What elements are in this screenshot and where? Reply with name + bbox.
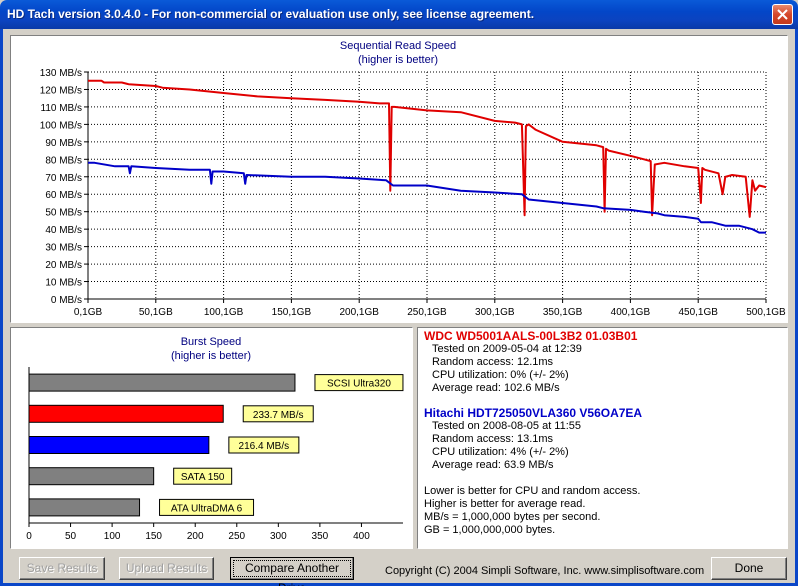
burst-bar [28, 404, 224, 423]
x-tick-label: 450,1GB [678, 307, 718, 318]
close-button[interactable] [772, 4, 793, 25]
drive-1-random-access: Random access: 12.1ms [432, 356, 554, 368]
drive-1-name: WDC WD5001AALS-00L3B2 01.03B01 [424, 329, 638, 343]
burst-tick-label: 250 [228, 531, 245, 542]
x-tick-label: 400,1GB [611, 307, 651, 318]
sequential-chart-title: Sequential Read Speed [340, 40, 456, 52]
burst-tick-label: 400 [353, 531, 370, 542]
note-line: Lower is better for CPU and random acces… [424, 485, 641, 497]
drive-1-cpu: CPU utilization: 0% (+/- 2%) [432, 369, 569, 381]
note-line: GB = 1,000,000,000 bytes. [424, 524, 556, 536]
burst-speed-panel: Burst Speed (higher is better) SCSI Ultr… [10, 327, 413, 549]
y-tick-label: 70 MB/s [45, 173, 82, 184]
drive-1-tested: Tested on 2009-05-04 at 12:39 [432, 343, 582, 355]
burst-label: 233.7 MB/s [253, 410, 304, 421]
burst-tick-label: 350 [312, 531, 329, 542]
compare-another-drive-button[interactable]: Compare Another Drive [230, 557, 354, 586]
burst-tick-label: 0 [26, 531, 32, 542]
save-results-button[interactable]: Save Results [19, 557, 105, 580]
y-tick-label: 80 MB/s [45, 155, 82, 166]
drive-2-name: Hitachi HDT725050VLA360 V56OA7EA [424, 406, 643, 420]
note-line: MB/s = 1,000,000 bytes per second. [424, 511, 601, 523]
burst-bar [28, 467, 155, 486]
y-tick-label: 50 MB/s [45, 208, 82, 219]
burst-label: SCSI Ultra320 [327, 379, 391, 390]
x-tick-label: 300,1GB [475, 307, 515, 318]
burst-label: SATA 150 [181, 472, 225, 483]
series-line-1 [88, 79, 767, 218]
burst-chart-title: Burst Speed [181, 336, 242, 348]
upload-results-button[interactable]: Upload Results [119, 557, 214, 580]
burst-bar [28, 373, 296, 392]
y-tick-label: 0 MB/s [51, 295, 82, 306]
burst-chart-subtitle: (higher is better) [171, 350, 251, 362]
drive-2-info: Hitachi HDT725050VLA360 V56OA7EA Tested … [424, 406, 642, 472]
x-tick-label: 500,1GB [746, 307, 786, 318]
window-title: HD Tach version 3.0.4.0 - For non-commer… [7, 7, 535, 21]
burst-label-box [242, 405, 314, 423]
burst-bar [28, 436, 210, 454]
x-tick-label: 50,1GB [139, 307, 173, 318]
y-tick-label: 110 MB/s [41, 103, 83, 114]
burst-label-box [159, 498, 255, 516]
drive-2-random-access: Random access: 13.1ms [432, 433, 554, 445]
results-info-panel: WDC WD5001AALS-00L3B2 01.03B01 Tested on… [417, 327, 788, 549]
x-tick-label: 350,1GB [543, 307, 583, 318]
x-tick-label: 200,1GB [339, 307, 379, 318]
y-tick-label: 130 MB/s [40, 68, 82, 79]
y-tick-label: 10 MB/s [45, 278, 82, 289]
drive-2-average: Average read: 63.9 MB/s [432, 459, 554, 471]
y-tick-label: 20 MB/s [45, 260, 82, 271]
burst-tick-label: 50 [65, 531, 77, 542]
y-tick-label: 30 MB/s [45, 243, 82, 254]
burst-bar [28, 498, 141, 517]
drive-1-info: WDC WD5001AALS-00L3B2 01.03B01 Tested on… [424, 329, 637, 395]
burst-speed-chart: Burst Speed (higher is better) SCSI Ultr… [26, 336, 404, 542]
burst-label: 216.4 MB/s [239, 441, 290, 452]
done-button[interactable]: Done [711, 557, 787, 580]
sequential-chart-subtitle: (higher is better) [358, 54, 438, 66]
series-line-2 [88, 161, 766, 234]
x-tick-label: 100,1GB [204, 307, 244, 318]
title-bar[interactable]: HD Tach version 3.0.4.0 - For non-commer… [0, 0, 798, 29]
burst-tick-label: 200 [187, 531, 204, 542]
x-tick-label: 150,1GB [272, 307, 312, 318]
x-tick-label: 250,1GB [407, 307, 447, 318]
x-tick-label: 0,1GB [74, 307, 103, 318]
y-tick-label: 100 MB/s [40, 120, 82, 131]
sequential-read-chart: Sequential Read Speed (higher is better)… [40, 40, 786, 318]
copyright-text: Copyright (C) 2004 Simpli Software, Inc.… [385, 565, 705, 577]
drive-2-tested: Tested on 2008-08-05 at 11:55 [432, 420, 582, 432]
y-tick-label: 90 MB/s [45, 138, 82, 149]
burst-label: ATA UltraDMA 6 [171, 503, 243, 514]
burst-label-box [173, 467, 233, 485]
note-line: Higher is better for average read. [424, 498, 586, 510]
burst-tick-label: 100 [104, 531, 121, 542]
y-tick-label: 60 MB/s [45, 190, 82, 201]
notes-block: Lower is better for CPU and random acces… [424, 485, 640, 537]
burst-label-box [228, 436, 300, 454]
y-tick-label: 120 MB/s [40, 85, 82, 96]
y-tick-label: 40 MB/s [45, 225, 82, 236]
drive-1-average: Average read: 102.6 MB/s [432, 382, 560, 394]
drive-2-cpu: CPU utilization: 4% (+/- 2%) [432, 446, 569, 458]
burst-label-box [314, 374, 404, 392]
burst-tick-label: 150 [145, 531, 162, 542]
burst-tick-label: 300 [270, 531, 287, 542]
close-icon [777, 9, 788, 20]
sequential-read-panel: Sequential Read Speed (higher is better)… [10, 35, 788, 323]
